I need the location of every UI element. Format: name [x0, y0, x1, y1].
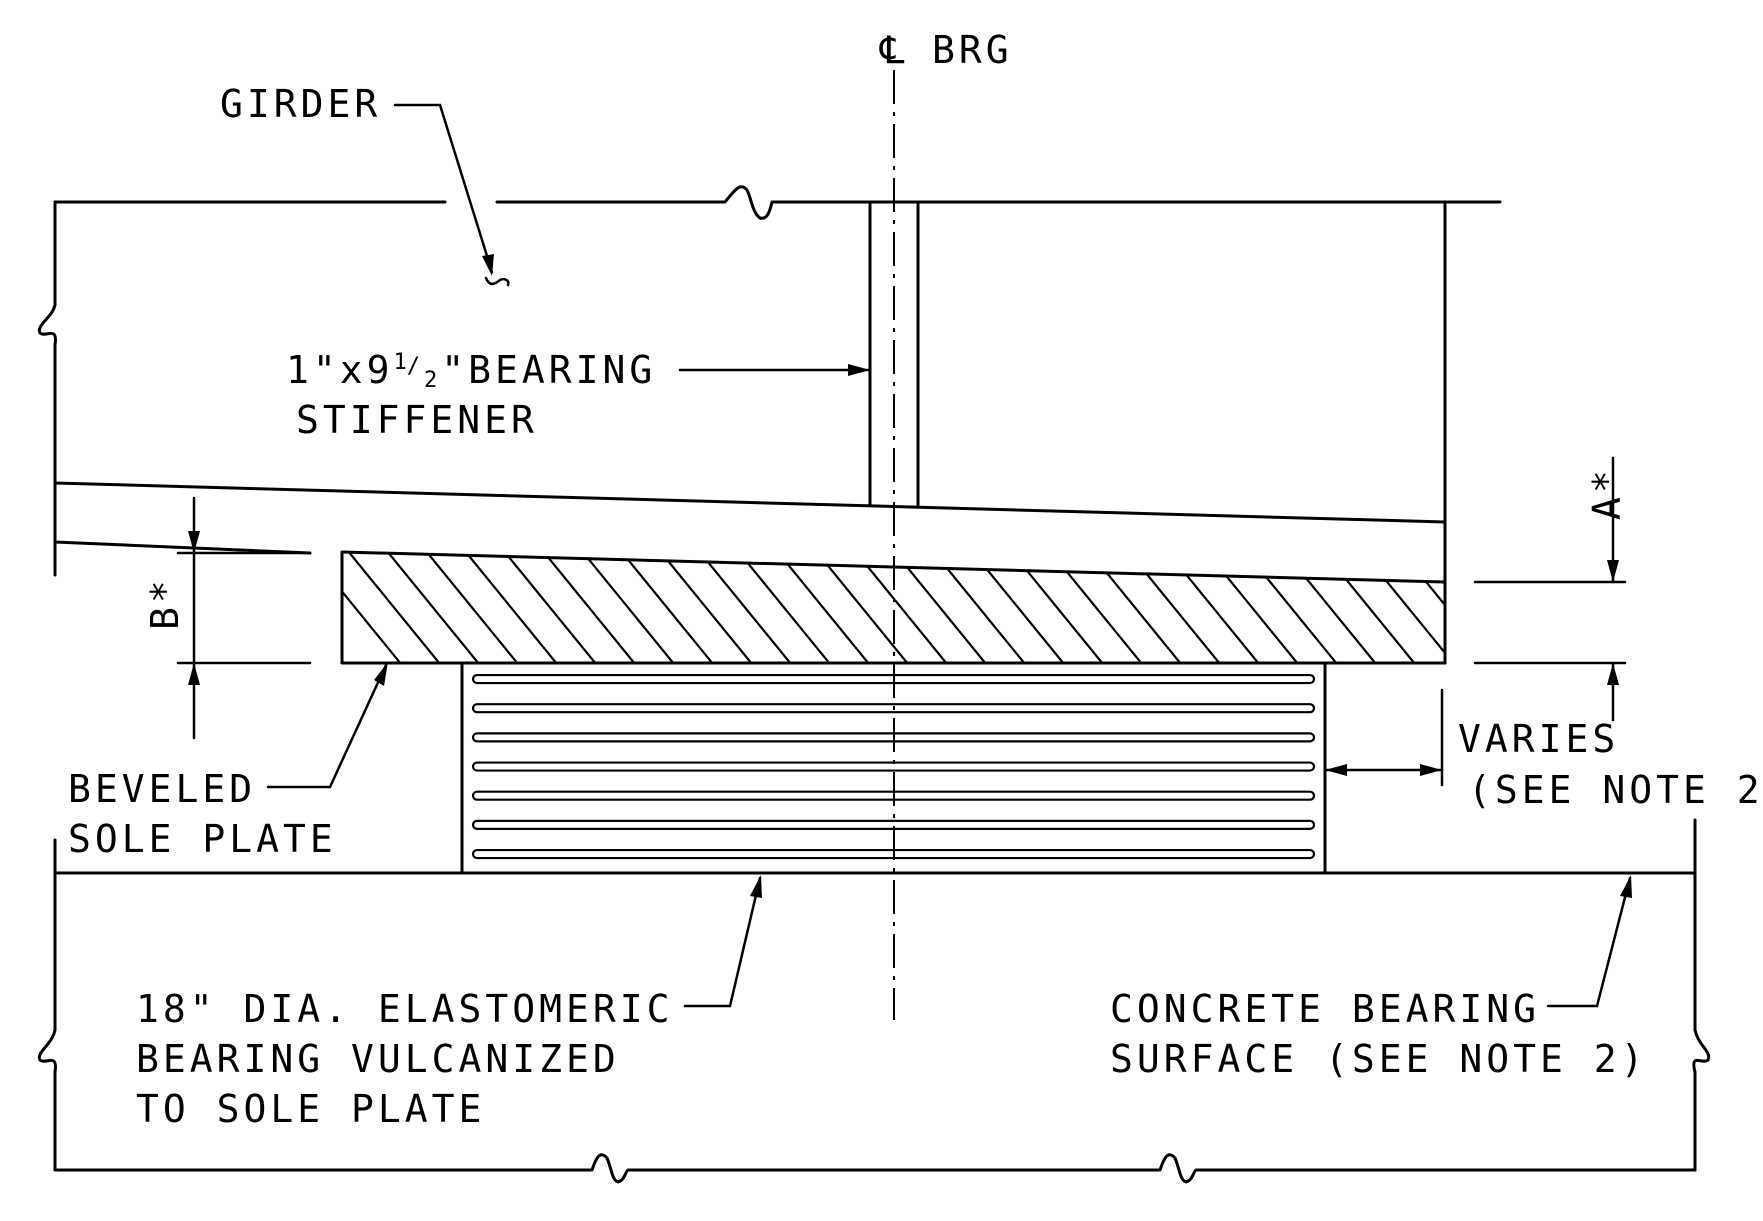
concrete-label-line1: CONCRETE BEARING [1110, 987, 1540, 1031]
hatch-line [1470, 540, 1580, 675]
beveled-sole-plate [340, 540, 1580, 675]
sole-plate-label-line1: BEVELED [68, 767, 256, 811]
hatch-line [1430, 552, 1445, 663]
hatch-line [455, 552, 567, 663]
bearing-stiffener [868, 200, 920, 509]
bearing-label-line3: TO SOLE PLATE [136, 1087, 485, 1131]
stiffener-label-end: "BEARING [441, 348, 656, 392]
varies-label-line2: (SEE NOTE 2) [1468, 768, 1763, 812]
concrete-label-line2: SURFACE (SEE NOTE 2) [1110, 1037, 1648, 1081]
hatch-line [650, 552, 762, 663]
girder [37, 185, 1502, 665]
girder-label: GIRDER [220, 82, 381, 126]
hatch-line [342, 552, 450, 663]
sole-plate-label-line2: SOLE PLATE [68, 817, 337, 861]
dimension-b [176, 496, 312, 740]
centerline-label: BRG [932, 28, 1013, 72]
hatch-line [377, 552, 489, 663]
hatch-line [416, 552, 528, 663]
hatch-line [494, 552, 606, 663]
varies-label-line1: VARIES [1458, 717, 1619, 761]
stiffener-size: 1"x9 [286, 348, 394, 392]
dimension-a [1473, 456, 1627, 722]
stiffener-fraction-denominator: 2 [424, 368, 441, 393]
stiffener-label-line2: STIFFENER [296, 398, 538, 442]
hatch-line [611, 552, 723, 663]
bearing-label-line1: 18" DIA. ELASTOMERIC [136, 987, 674, 1031]
bearing-label-line2: BEARING VULCANIZED [136, 1037, 620, 1081]
dimension-b-label: B* [143, 576, 187, 630]
leaders [266, 103, 1632, 1008]
hatch-line [533, 552, 645, 663]
dimension-varies [1323, 688, 1444, 787]
sole-plate-hatching [342, 540, 1580, 675]
hatch-line [342, 552, 411, 663]
hatch-line [572, 552, 684, 663]
concrete-bearing-surface [37, 818, 1711, 1184]
stiffener-fraction-numerator: 1 [394, 350, 411, 375]
stiffener-label-line1: 1"x91/2"BEARING [286, 348, 656, 393]
labels: ℄ BRG GIRDER 1"x91/2"BEARING STIFFENER A… [68, 28, 1763, 1131]
centerline-symbol: ℄ [879, 28, 908, 72]
dimension-a-label: A* [1585, 466, 1629, 520]
